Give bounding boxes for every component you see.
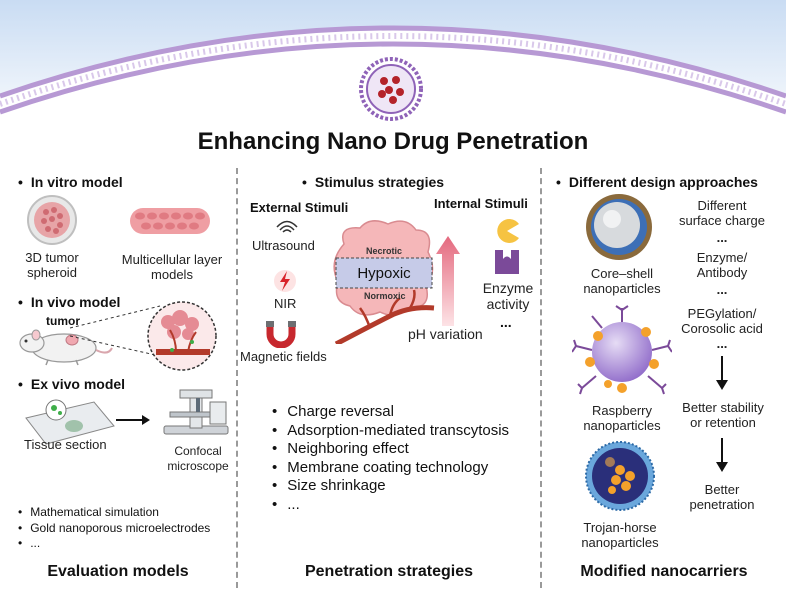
evaluation-list: Mathematical simulation Gold nanoporous … xyxy=(18,505,210,552)
list-item: Mathematical simulation xyxy=(18,505,210,521)
in-vitro-header: In vitro model xyxy=(18,174,123,190)
magnet-icon xyxy=(266,321,296,348)
enzyme-antibody-text: Enzyme/Antibody xyxy=(696,250,748,280)
list-item: ... xyxy=(18,536,210,552)
pacman-icon xyxy=(497,219,519,243)
hypoxic-label: Hypoxic xyxy=(357,265,411,282)
ph-variation-label: pH variation xyxy=(408,326,483,342)
penetration-footer: Penetration strategies xyxy=(304,563,474,580)
tumor-label: tumor xyxy=(46,314,80,328)
approach-ellipsis-2: ... xyxy=(716,282,728,297)
tumor-microenvironment xyxy=(333,220,435,344)
page-title: Enhancing Nano Drug Penetration xyxy=(197,128,589,155)
receptor-icon xyxy=(495,250,519,274)
necrotic-label: Necrotic xyxy=(366,246,403,256)
list-item: ... xyxy=(272,496,509,515)
list-item: Size shrinkage xyxy=(272,477,509,496)
in-vivo-header: In vivo model xyxy=(18,294,120,310)
ph-gradient-arrow xyxy=(436,236,460,326)
design-approaches-header: Different design approaches xyxy=(556,174,758,190)
evaluation-footer: Evaluation models xyxy=(47,563,189,580)
ultrasound-icon xyxy=(276,220,298,233)
membrane-banner xyxy=(0,0,786,115)
list-item: Gold nanoporous microelectrodes xyxy=(18,521,210,537)
mouse-icon xyxy=(19,329,113,366)
tumor-vessel-icon xyxy=(147,301,217,371)
magnetic-label: Magnetic fields xyxy=(240,349,327,364)
trojan-horse-icon xyxy=(585,441,655,511)
microscope-icon xyxy=(163,389,229,435)
nanocarriers-footer: Modified nanocarriers xyxy=(580,563,748,580)
down-arrow-1 xyxy=(716,356,728,390)
column-divider-left xyxy=(236,168,238,588)
normoxic-label: Normoxic xyxy=(364,291,406,301)
core-shell-icon xyxy=(586,194,652,260)
tissue-label: Tissue section xyxy=(24,437,107,452)
column-divider-right xyxy=(540,168,542,588)
tissue-slide-icon xyxy=(25,399,115,445)
ultrasound-label: Ultrasound xyxy=(252,238,315,253)
tumor-spheroid-icon xyxy=(27,195,77,245)
multilayer-icon xyxy=(130,208,210,234)
pegylation-text: PEGylation/Corosolic acid xyxy=(681,306,763,336)
list-item: Adsorption-mediated transcytosis xyxy=(272,422,509,441)
nir-label: NIR xyxy=(274,296,297,311)
down-arrow-2 xyxy=(716,438,728,472)
ex-vivo-header: Ex vivo model xyxy=(18,376,125,392)
arrow-to-microscope xyxy=(116,415,150,425)
liposome-icon xyxy=(359,57,423,121)
stimulus-header: Stimulus strategies xyxy=(302,174,444,190)
internal-stimuli-header: Internal Stimuli xyxy=(434,196,528,211)
external-stimuli-header: External Stimuli xyxy=(250,200,349,215)
raspberry-icon xyxy=(572,305,672,395)
approach-ellipsis-3: ... xyxy=(716,336,728,351)
approach-ellipsis-1: ... xyxy=(716,230,728,245)
penetration-list: Charge reversal Adsorption-mediated tran… xyxy=(272,403,509,515)
internal-more: ... xyxy=(500,314,512,330)
nir-icon xyxy=(274,270,296,292)
list-item: Neighboring effect xyxy=(272,440,509,459)
list-item: Membrane coating technology xyxy=(272,459,509,478)
list-item: Charge reversal xyxy=(272,403,509,422)
